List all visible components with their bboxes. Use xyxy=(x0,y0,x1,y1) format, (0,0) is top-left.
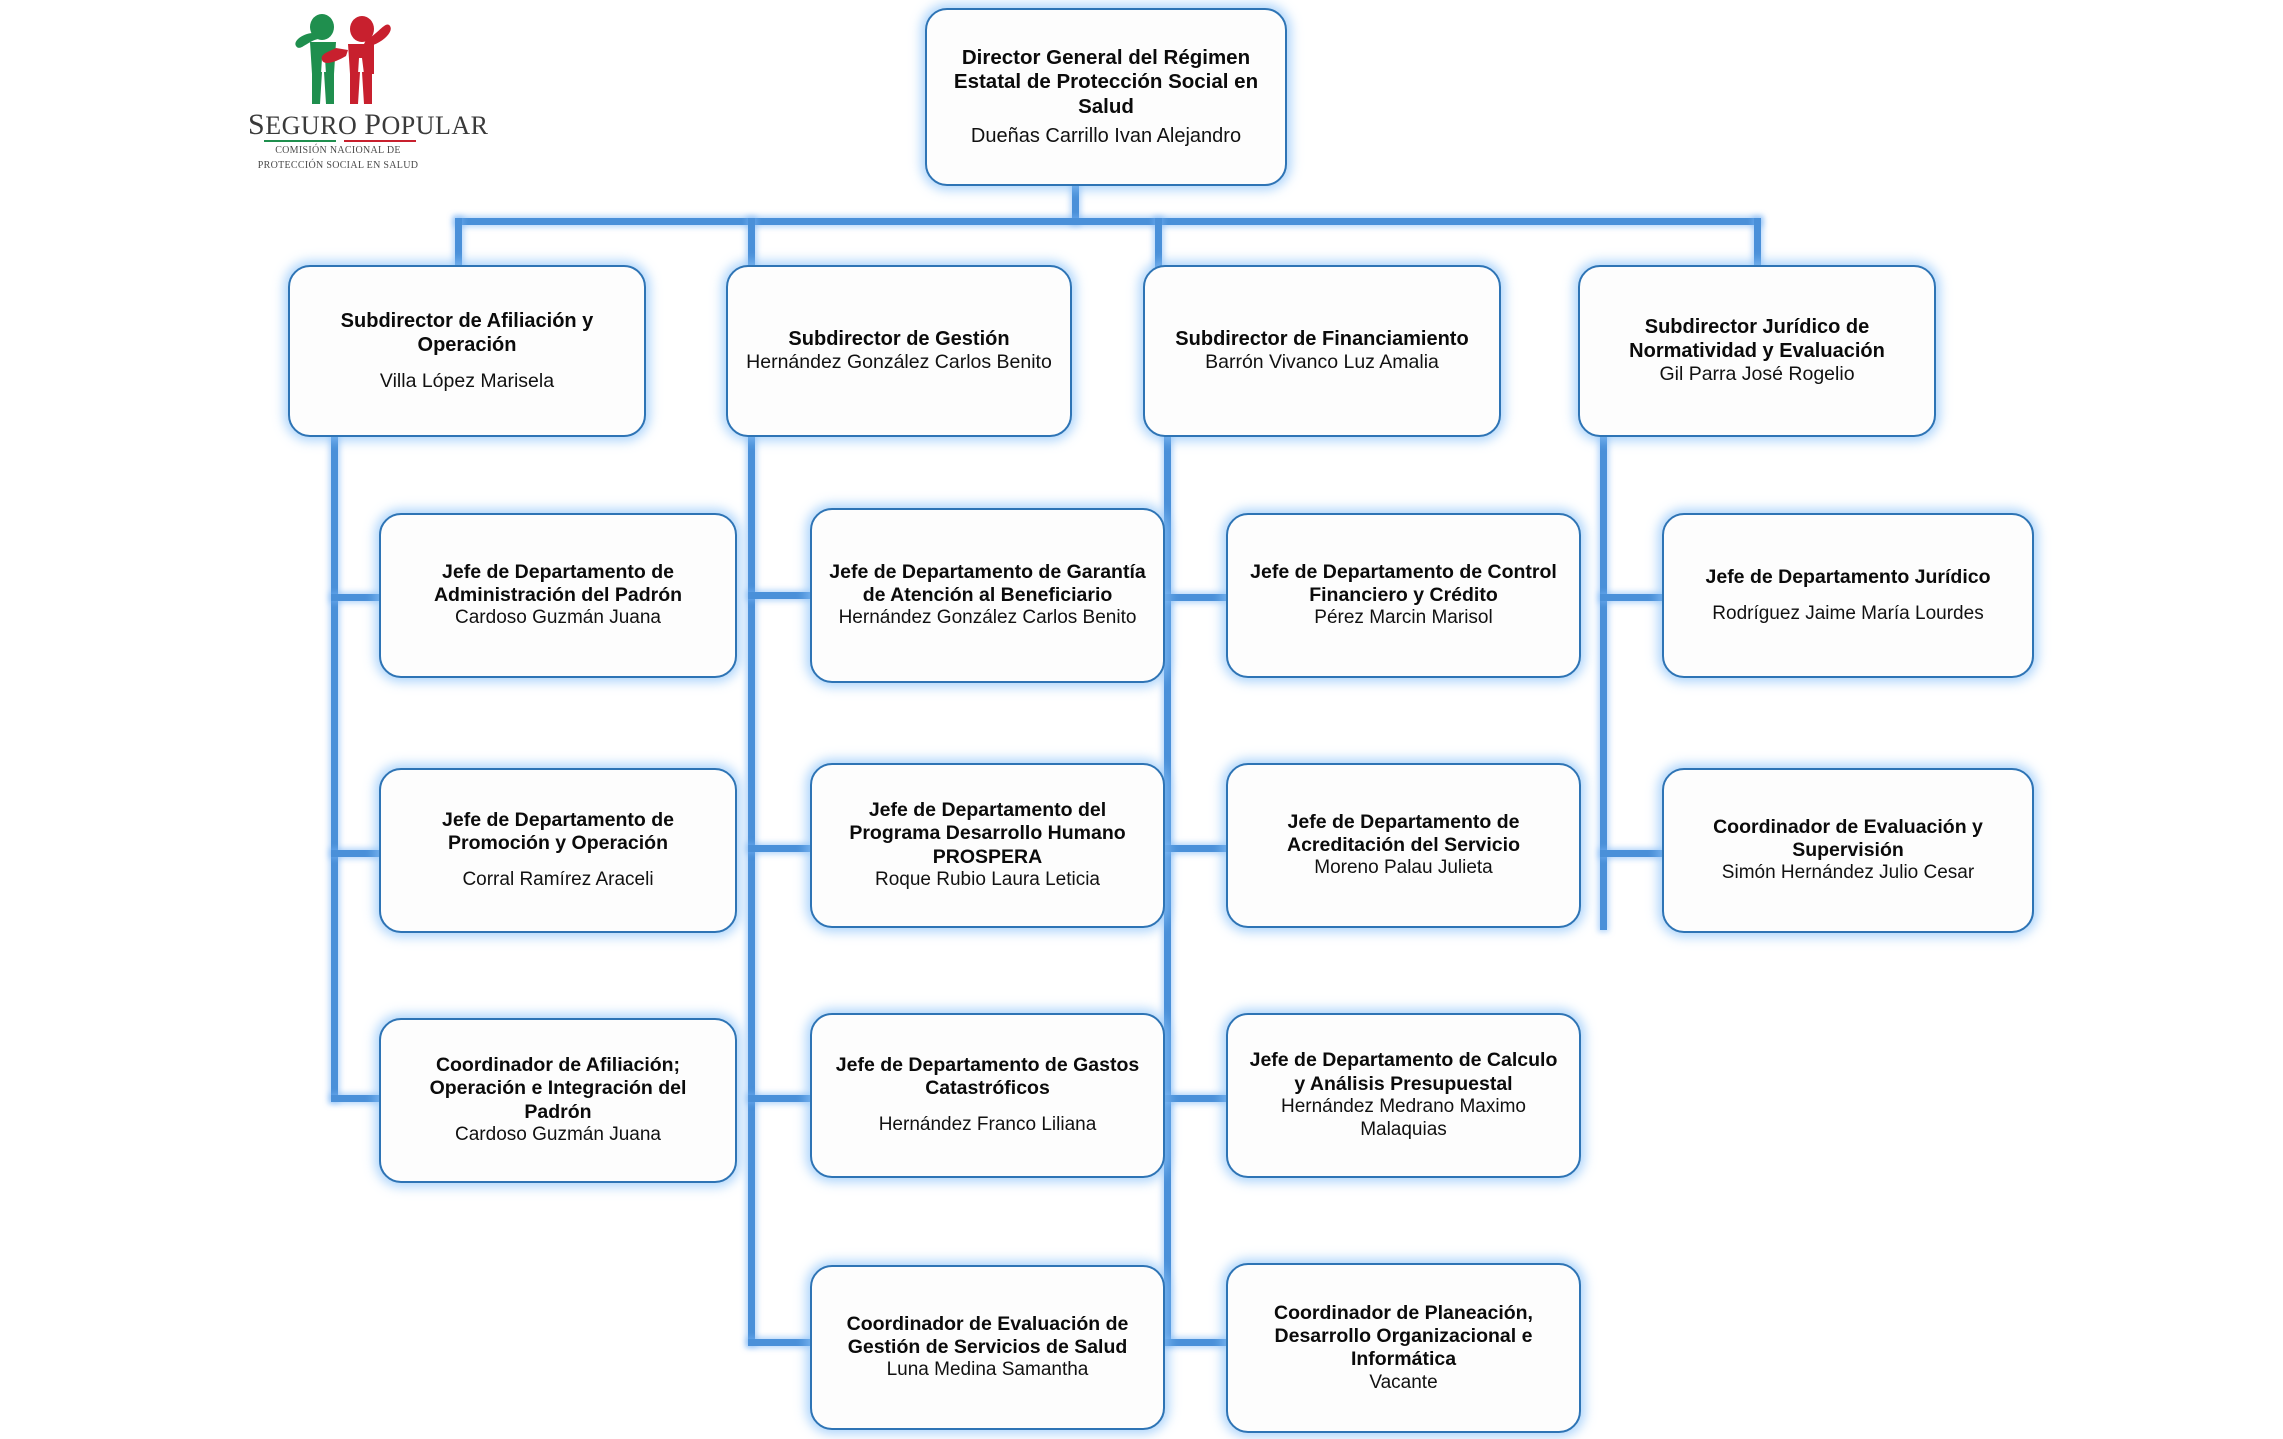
node-person: Dueñas Carrillo Ivan Alejandro xyxy=(970,125,1242,148)
node-person: Pérez Marcin Marisol xyxy=(1314,607,1493,629)
node-title: Subdirector de Gestión xyxy=(788,328,1010,351)
node-subdireccion-juridica-normatividad-evaluacion[interactable]: Subdirector Jurídico de Normatividad y E… xyxy=(1578,265,1936,437)
connector-branch-3-child-1 xyxy=(1164,594,1226,601)
node-jd-gastos-catastroficos[interactable]: Jefe de Departamento de Gastos Catastróf… xyxy=(810,1013,1165,1178)
node-title: Subdirector de Financiamiento xyxy=(1175,328,1469,351)
node-person: Corral Ramírez Araceli xyxy=(462,869,654,891)
connector-branch-1-child-1 xyxy=(331,594,379,601)
connector-branch-2-child-4 xyxy=(748,1339,810,1346)
node-title: Jefe de Departamento de Garantía de Aten… xyxy=(829,560,1146,607)
node-jd-programa-desarrollo-humano-prospera[interactable]: Jefe de Departamento del Programa Desarr… xyxy=(810,763,1165,928)
node-coord-afiliacion-operacion-integracion-padron[interactable]: Coordinador de Afiliación; Operación e I… xyxy=(379,1018,737,1183)
node-title: Subdirector Jurídico de Normatividad y E… xyxy=(1629,316,1885,363)
logo-wordmark-eguro: EGURO xyxy=(265,111,365,140)
logo-wordmark-s: S xyxy=(248,108,266,141)
connector-to-branch-1 xyxy=(455,218,462,270)
seguro-popular-logo: SEGURO POPULAR COMISIÓN NACIONAL DE PROT… xyxy=(248,12,488,182)
logo-subtitle-line1: COMISIÓN NACIONAL DE xyxy=(275,145,401,156)
node-jd-acreditacion-servicio[interactable]: Jefe de Departamento de Acreditación del… xyxy=(1226,763,1581,928)
node-subdireccion-afiliacion-operacion[interactable]: Subdirector de Afiliación y Operación Vi… xyxy=(288,265,646,437)
connector-branch-4-spine xyxy=(1600,435,1607,930)
node-person: Vacante xyxy=(1369,1371,1438,1393)
node-person: Simón Hernández Julio Cesar xyxy=(1721,862,1975,884)
logo-wordmark: SEGURO POPULAR xyxy=(248,108,488,142)
node-coord-evaluacion-gestion-servicios-salud[interactable]: Coordinador de Evaluación de Gestión de … xyxy=(810,1265,1165,1430)
node-title: Jefe de Departamento de Calculo y Anális… xyxy=(1249,1049,1558,1095)
connector-branch-3-spine xyxy=(1164,435,1171,1345)
node-director-general[interactable]: Director General del Régimen Estatal de … xyxy=(925,8,1287,186)
two-figures-icon xyxy=(295,14,391,104)
node-person: Cardoso Guzmán Juana xyxy=(455,607,661,629)
connector-branch-2-child-3 xyxy=(748,1095,810,1102)
connector-branch-3-child-3 xyxy=(1164,1095,1226,1102)
node-title: Jefe de Departamento del Programa Desarr… xyxy=(849,799,1126,868)
node-title: Coordinador de Evaluación de Gestión de … xyxy=(846,1312,1129,1359)
node-person: Barrón Vivanco Luz Amalia xyxy=(1205,351,1439,374)
node-subdireccion-gestion[interactable]: Subdirector de Gestión Hernández Gonzále… xyxy=(726,265,1072,437)
node-jd-promocion-operacion[interactable]: Jefe de Departamento de Promoción y Oper… xyxy=(379,768,737,933)
node-title: Coordinador de Planeación, Desarrollo Or… xyxy=(1274,1301,1533,1371)
node-person: Hernández González Carlos Benito xyxy=(746,351,1052,374)
connector-to-branch-2 xyxy=(748,218,755,270)
node-subdireccion-financiamiento[interactable]: Subdirector de Financiamiento Barrón Viv… xyxy=(1143,265,1501,437)
logo-rule-green xyxy=(264,140,336,142)
node-title: Jefe de Departamento de Gastos Catastróf… xyxy=(835,1053,1140,1100)
node-title: Jefe de Departamento de Acreditación del… xyxy=(1286,810,1520,857)
connector-branch-3-child-2 xyxy=(1164,845,1226,852)
logo-rule-red xyxy=(344,140,416,142)
connector-branch-2-child-2 xyxy=(748,845,810,852)
connector-branch-1-spine xyxy=(331,435,338,1101)
node-title: Subdirector de Afiliación y Operación xyxy=(340,309,594,356)
connector-branch-4-child-2 xyxy=(1600,850,1662,857)
logo-wordmark-opular: OPULAR xyxy=(381,111,489,140)
node-jd-administracion-padron[interactable]: Jefe de Departamento de Administración d… xyxy=(379,513,737,678)
node-title: Jefe de Departamento de Administración d… xyxy=(433,560,683,607)
connector-branch-1-child-3 xyxy=(331,1095,379,1102)
node-person: Hernández Franco Liliana xyxy=(878,1114,1097,1136)
node-coord-planeacion-desarrollo-organizacional-informatica[interactable]: Coordinador de Planeación, Desarrollo Or… xyxy=(1226,1263,1581,1433)
connector-level2-bus xyxy=(455,218,1761,225)
connector-branch-2-spine xyxy=(748,435,755,1345)
connector-to-branch-3 xyxy=(1155,218,1162,270)
connector-to-branch-4 xyxy=(1754,218,1761,270)
node-person: Villa López Marisela xyxy=(379,370,555,393)
node-person: Moreno Palau Julieta xyxy=(1314,857,1493,879)
node-jd-garantia-atencion-beneficiario[interactable]: Jefe de Departamento de Garantía de Aten… xyxy=(810,508,1165,683)
connector-branch-2-child-1 xyxy=(748,592,810,599)
node-person: Cardoso Guzmán Juana xyxy=(455,1124,661,1146)
node-coord-evaluacion-supervision[interactable]: Coordinador de Evaluación y Supervisión … xyxy=(1662,768,2034,933)
node-title: Coordinador de Evaluación y Supervisión xyxy=(1713,815,1983,862)
node-person: Rodríguez Jaime María Lourdes xyxy=(1712,602,1984,624)
node-person: Roque Rubio Laura Leticia xyxy=(875,869,1100,891)
connector-branch-1-child-2 xyxy=(331,850,379,857)
logo-wordmark-p: P xyxy=(364,108,382,141)
node-title: Coordinador de Afiliación; Operación e I… xyxy=(429,1054,687,1123)
node-person: Gil Parra José Rogelio xyxy=(1659,363,1855,386)
connector-branch-4-child-1 xyxy=(1600,594,1662,601)
logo-subtitle-line2: PROTECCIÓN SOCIAL EN SALUD xyxy=(257,159,419,171)
node-person: Luna Medina Samantha xyxy=(886,1359,1089,1381)
node-title: Jefe de Departamento Jurídico xyxy=(1705,565,1991,588)
node-jd-control-financiero-credito[interactable]: Jefe de Departamento de Control Financie… xyxy=(1226,513,1581,678)
node-person: Hernández Medrano Maximo Malaquias xyxy=(1280,1096,1526,1140)
node-jd-juridico[interactable]: Jefe de Departamento Jurídico Rodríguez … xyxy=(1662,513,2034,678)
node-title: Jefe de Departamento de Control Financie… xyxy=(1250,560,1557,607)
node-jd-calculo-analisis-presupuestal[interactable]: Jefe de Departamento de Calculo y Anális… xyxy=(1226,1013,1581,1178)
node-title: Director General del Régimen Estatal de … xyxy=(953,45,1259,118)
logo-subtitle: COMISIÓN NACIONAL DE PROTECCIÓN SOCIAL E… xyxy=(248,144,428,173)
node-person: Hernández González Carlos Benito xyxy=(838,607,1137,629)
connector-root-down xyxy=(1072,182,1079,224)
node-title: Jefe de Departamento de Promoción y Oper… xyxy=(442,808,674,855)
connector-branch-3-child-4 xyxy=(1164,1339,1226,1346)
